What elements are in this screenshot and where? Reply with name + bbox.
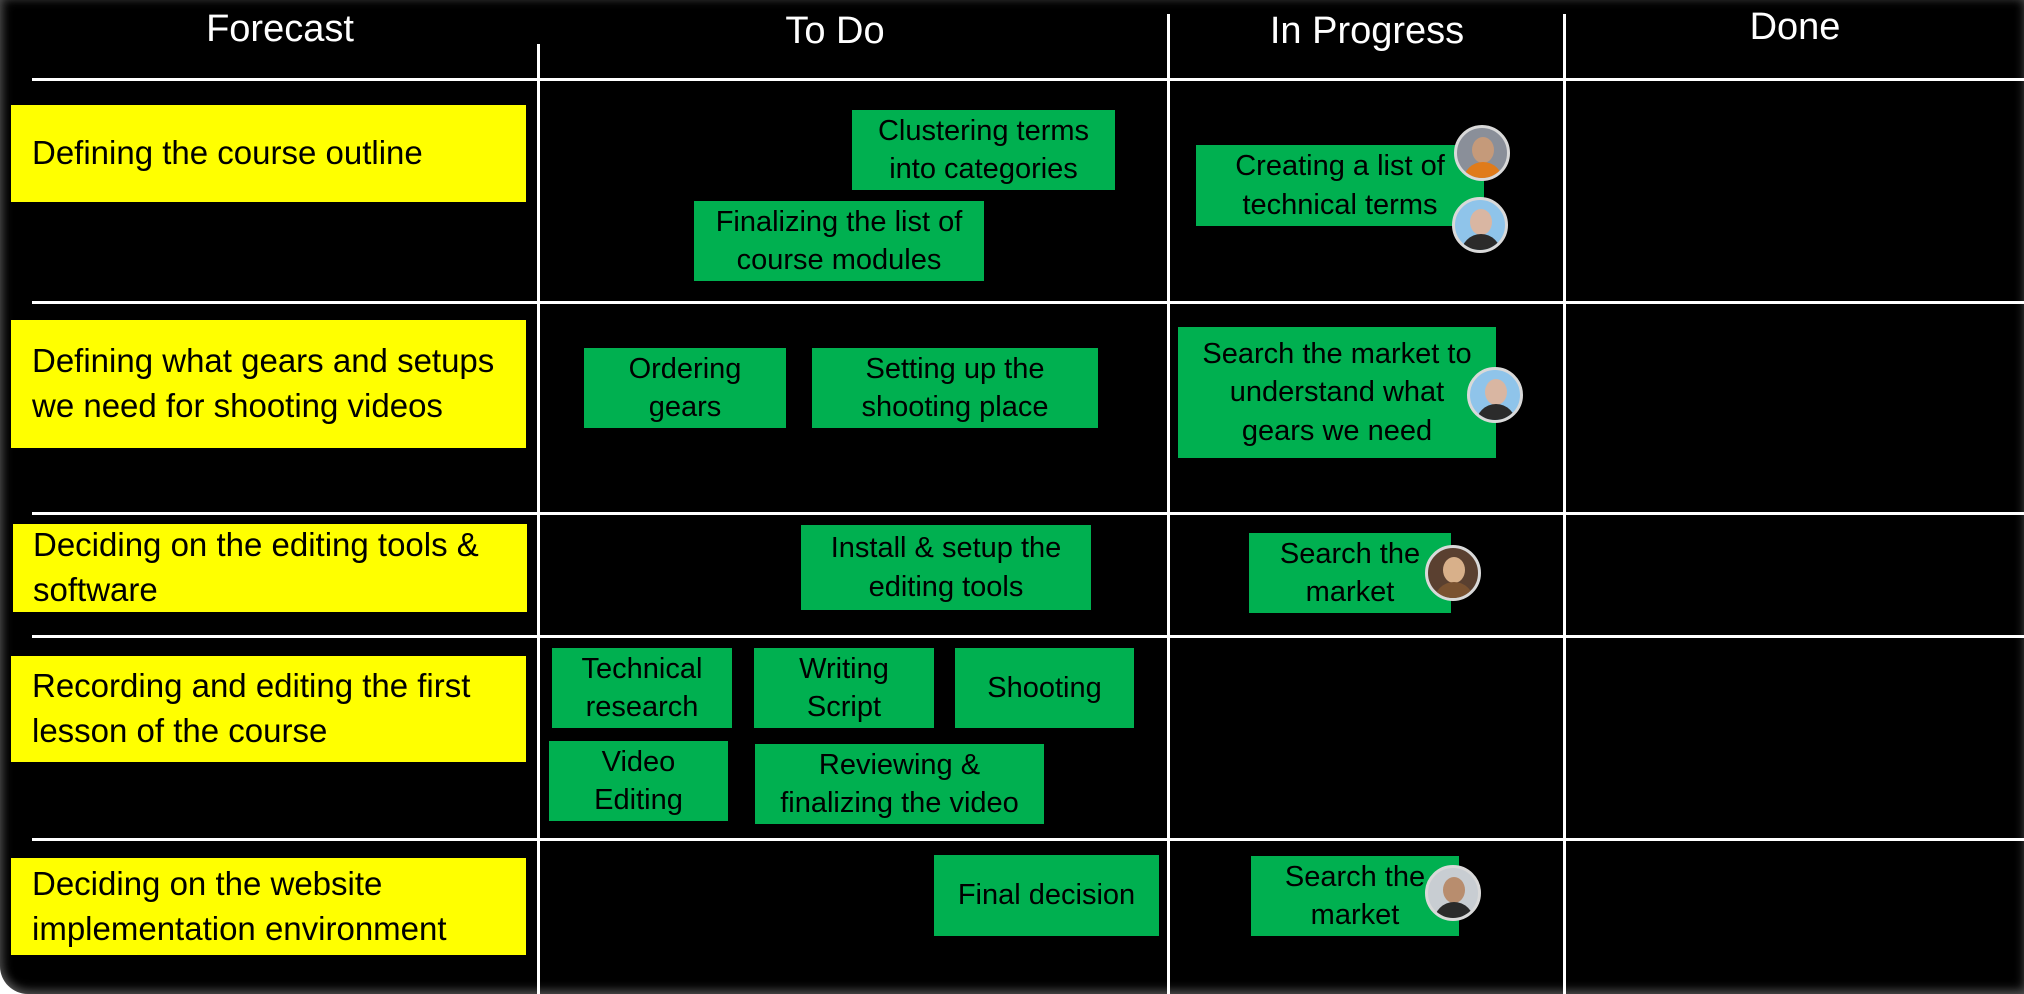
task-card[interactable]: Search the market: [1251, 856, 1459, 936]
forecast-card[interactable]: Recording and editing the first lesson o…: [11, 656, 526, 762]
task-card[interactable]: Video Editing: [549, 741, 728, 821]
task-card[interactable]: Final decision: [934, 855, 1159, 936]
row-divider: [32, 301, 2024, 304]
task-card[interactable]: Writing Script: [754, 648, 934, 728]
task-card[interactable]: Install & setup the editing tools: [801, 525, 1091, 610]
forecast-card-text: Defining what gears and setups we need f…: [32, 342, 495, 424]
task-card[interactable]: Shooting: [955, 648, 1134, 728]
task-card-text: Install & setup the editing tools: [830, 532, 1062, 603]
forecast-card-text: Deciding on the website implementation e…: [32, 864, 447, 947]
task-card[interactable]: Creating a list of technical terms: [1196, 145, 1484, 226]
column-header-todo: To Do: [785, 10, 885, 52]
task-card[interactable]: Search the market to understand what gea…: [1178, 327, 1496, 458]
task-card[interactable]: Search the market: [1249, 533, 1451, 613]
forecast-card-text: Deciding on the editing tools & software: [33, 526, 479, 608]
user-avatar-icon[interactable]: [1425, 865, 1481, 921]
task-card-text: Video Editing: [594, 745, 683, 816]
task-card-text: Final decision: [957, 879, 1136, 912]
column-divider: [1167, 14, 1170, 994]
task-card-text: Clustering terms into categories: [877, 114, 1090, 185]
user-avatar-icon[interactable]: [1425, 545, 1481, 601]
task-card[interactable]: Setting up the shooting place: [812, 348, 1098, 428]
column-header-done: Done: [1749, 6, 1841, 48]
task-card[interactable]: Ordering gears: [584, 348, 786, 428]
task-card-text: Creating a list of technical terms: [1235, 150, 1445, 221]
task-card-text: Finalizing the list of course modules: [715, 205, 963, 276]
task-card-text: Search the market: [1284, 860, 1426, 931]
user-avatar-icon[interactable]: [1454, 125, 1510, 181]
row-divider: [32, 78, 2024, 81]
column-divider: [537, 44, 540, 994]
user-avatar-icon[interactable]: [1467, 367, 1523, 423]
task-card[interactable]: Reviewing & finalizing the video: [755, 744, 1044, 824]
task-card-text: Technical research: [581, 652, 703, 723]
forecast-card[interactable]: Defining what gears and setups we need f…: [11, 320, 526, 448]
task-card[interactable]: Technical research: [552, 648, 732, 728]
column-divider: [1563, 14, 1566, 994]
forecast-card[interactable]: Deciding on the website implementation e…: [11, 858, 526, 955]
column-header-in-progress: In Progress: [1269, 10, 1465, 52]
forecast-card[interactable]: Defining the course outline: [11, 105, 526, 202]
row-divider: [32, 512, 2024, 515]
task-card-text: Setting up the shooting place: [861, 352, 1049, 423]
forecast-card-text: Defining the course outline: [32, 134, 423, 172]
task-card-text: Ordering gears: [628, 352, 742, 423]
task-card[interactable]: Finalizing the list of course modules: [694, 201, 984, 281]
column-header-forecast: Forecast: [206, 8, 354, 50]
task-card-text: Reviewing & finalizing the video: [780, 748, 1019, 819]
task-card-text: Search the market to understand what gea…: [1202, 338, 1472, 447]
task-card[interactable]: Clustering terms into categories: [852, 110, 1115, 190]
task-card-text: Search the market: [1279, 537, 1421, 608]
forecast-card-text: Recording and editing the first lesson o…: [32, 667, 471, 749]
forecast-card[interactable]: Deciding on the editing tools & software: [13, 524, 527, 612]
row-divider: [32, 838, 2024, 841]
user-avatar-icon[interactable]: [1452, 197, 1508, 253]
row-divider: [32, 635, 2024, 638]
task-card-text: Shooting: [987, 671, 1102, 704]
task-card-text: Writing Script: [799, 652, 889, 723]
